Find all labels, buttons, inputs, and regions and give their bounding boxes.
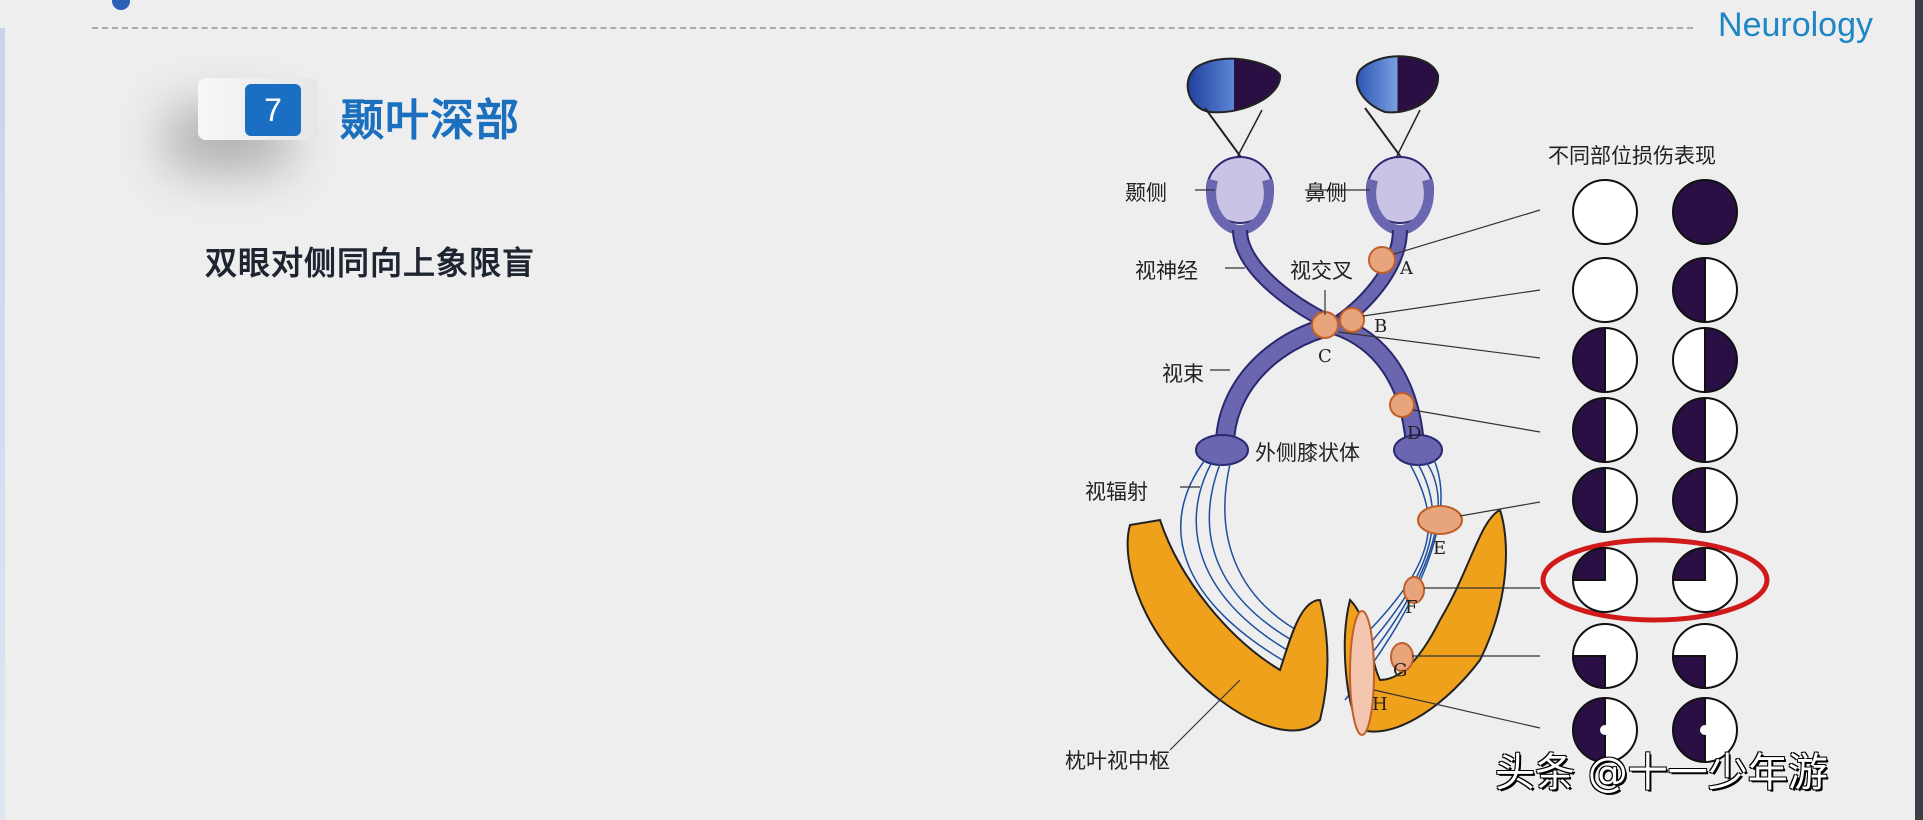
pathway-drawing: [1126, 55, 1770, 764]
decorative-dot: [112, 0, 130, 10]
lesion-letter: G: [1393, 660, 1408, 681]
left-occipital-cortex: [1126, 518, 1329, 732]
highlight-ellipse: [1540, 537, 1770, 623]
left-eye-field-icon: [1186, 57, 1282, 114]
brand-label: Neurology: [1718, 6, 1873, 44]
lesion-letter: D: [1407, 423, 1422, 444]
lesion-letter: F: [1405, 597, 1418, 618]
right-edge: [1915, 0, 1923, 820]
label-lateral-geniculate: 外侧膝状体: [1255, 441, 1360, 465]
label-optic-tract: 视束: [1162, 362, 1204, 386]
right-eye-field-icon: [1355, 55, 1440, 114]
lesion-letter: C: [1318, 346, 1332, 367]
section-number-badge: 7: [245, 84, 301, 136]
slide-title: 颞叶深部: [340, 95, 520, 146]
slide-subtitle: 双眼对侧同向上象限盲: [205, 244, 536, 282]
lesion-letter: H: [1372, 694, 1388, 715]
label-temporal-side: 颞侧: [1125, 181, 1167, 205]
visual-field-title: 不同部位损伤表现: [1548, 144, 1716, 168]
label-nasal-side: 鼻侧: [1305, 181, 1347, 205]
lesion-letter: E: [1433, 538, 1447, 559]
label-optic-chiasm: 视交叉: [1290, 259, 1353, 283]
lesion-letter: B: [1374, 316, 1388, 337]
visual-field-grid: [1571, 179, 1738, 764]
lesion-markers: [1311, 246, 1463, 736]
left-rule: [0, 28, 5, 820]
lesion-letter: A: [1400, 258, 1413, 279]
visual-pathway-diagram: 颞侧 鼻侧 视神经 视交叉 视束 外侧膝状体 视辐射 枕叶视中枢 A B C D…: [1000, 40, 1800, 800]
label-optic-radiation: 视辐射: [1085, 480, 1148, 504]
label-optic-nerve: 视神经: [1135, 259, 1198, 283]
label-occipital-cortex: 枕叶视中枢: [1065, 749, 1170, 773]
watermark: 头条 @十一少年游: [1495, 750, 1828, 796]
header-divider: [92, 27, 1693, 29]
